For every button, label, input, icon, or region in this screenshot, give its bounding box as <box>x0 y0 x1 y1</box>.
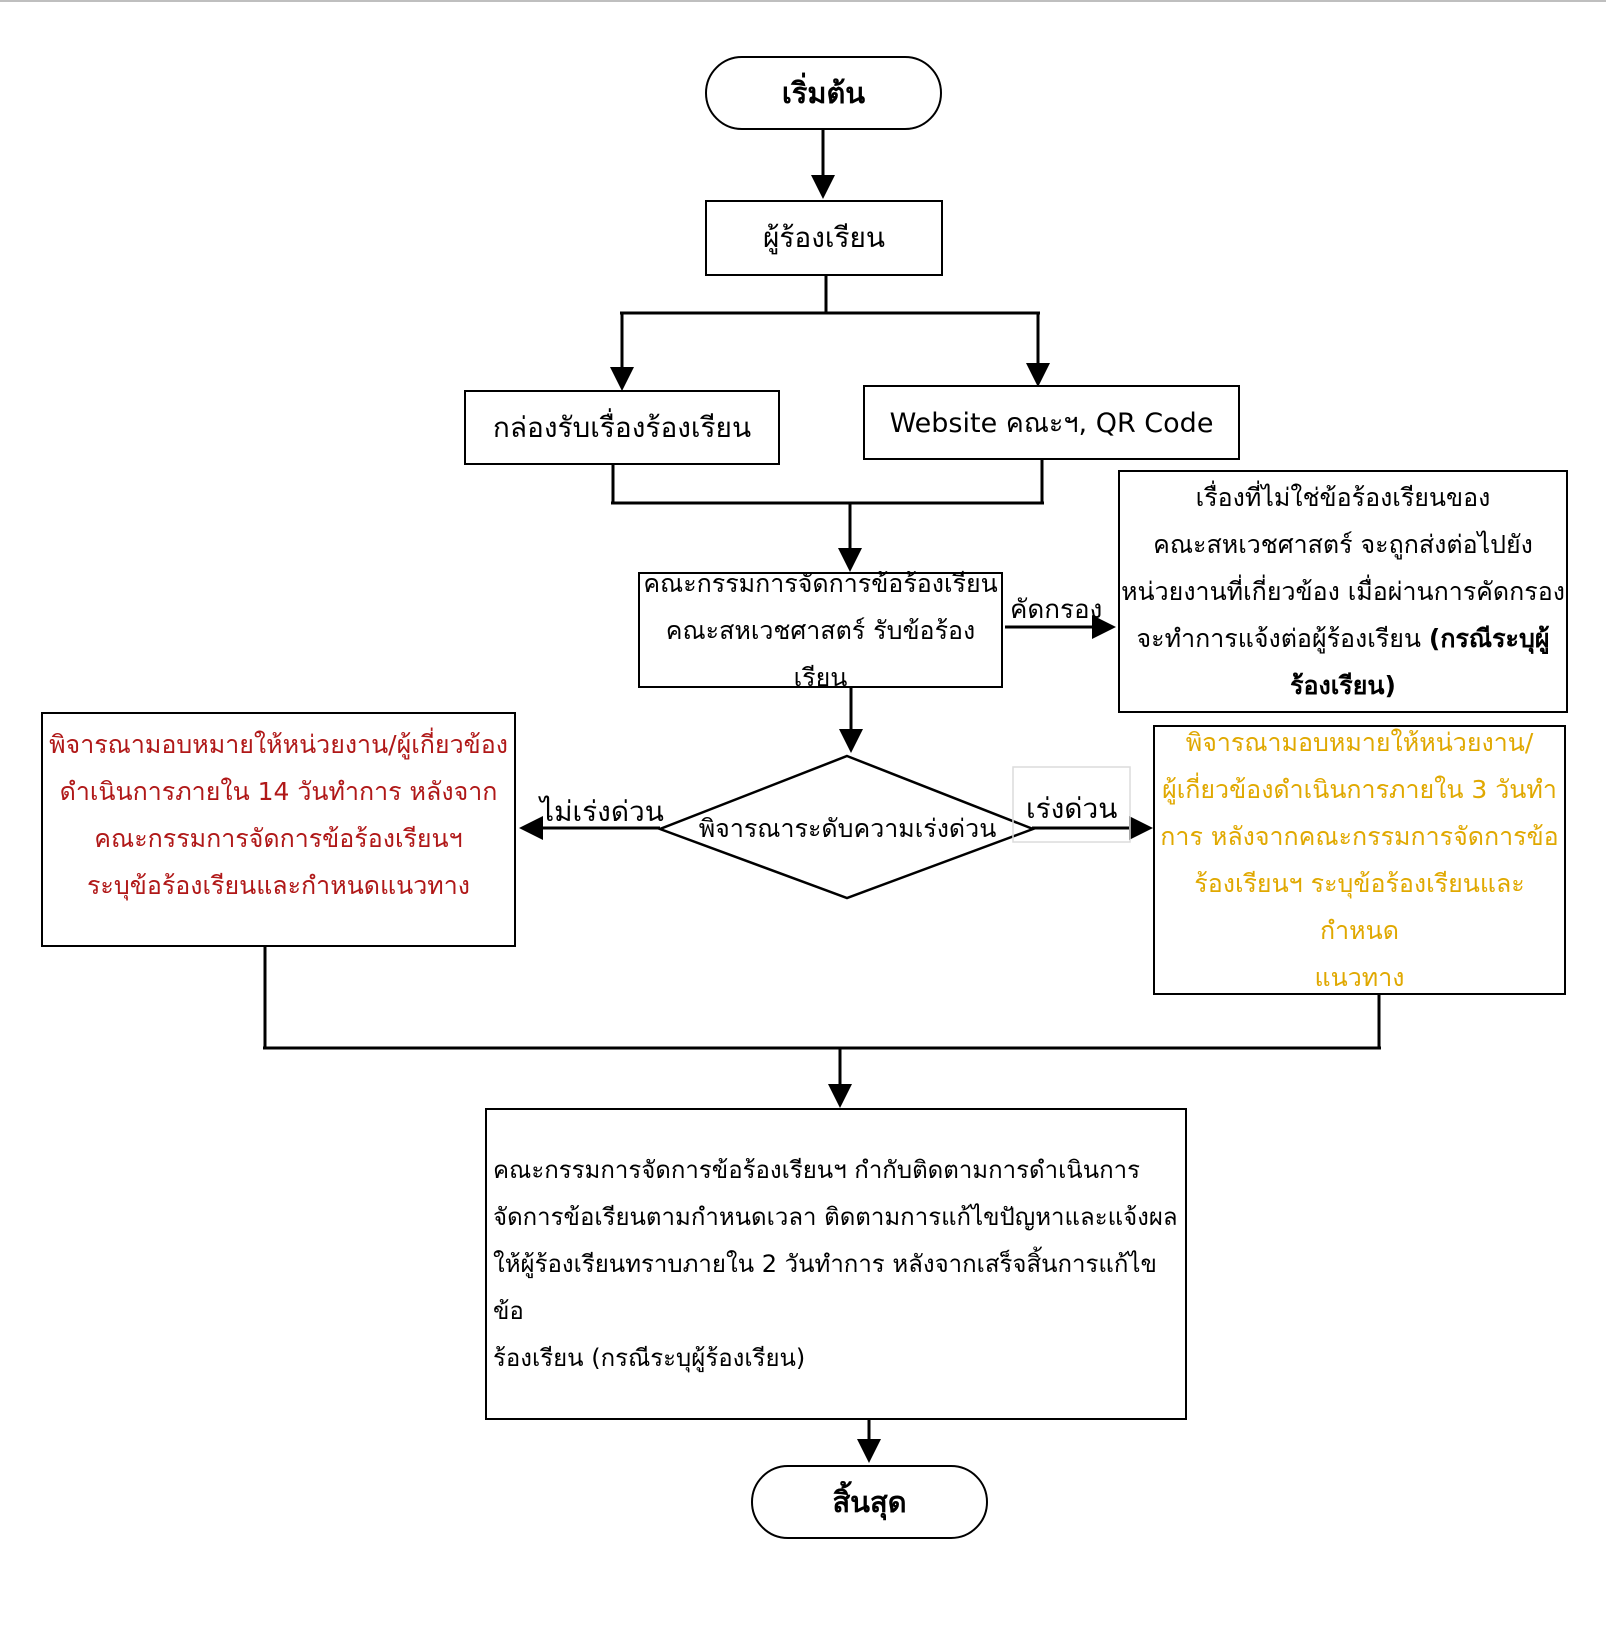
urgent-line-4: ร้องเรียนฯ ระบุข้อร้องเรียนและกำหนด <box>1194 869 1525 945</box>
not-related-line-1: เรื่องที่ไม่ใช่ข้อร้องเรียนของ <box>1195 483 1491 512</box>
website-qr-node: Website คณะฯ, QR Code <box>863 385 1240 460</box>
website-qr-label: Website คณะฯ, QR Code <box>889 408 1214 439</box>
not-related-line-2: คณะสหเวชศาสตร์ จะถูกส่งต่อไปยัง <box>1153 530 1533 559</box>
committee-receive-line-1: คณะกรรมการจัดการข้อร้องเรียน <box>643 568 998 598</box>
edge-label-urgent: เร่งด่วน <box>1026 792 1118 825</box>
urgent-label-frame <box>1012 766 1131 843</box>
edge-label-not-urgent: ไม่เร่งด่วน <box>540 795 664 828</box>
not-related-node: เรื่องที่ไม่ใช่ข้อร้องเรียนของ คณะสหเวชศ… <box>1118 470 1568 713</box>
complaint-box-label: กล่องรับเรื่องร้องเรียน <box>492 410 752 444</box>
complainant-label: ผู้ร้องเรียน <box>762 221 886 254</box>
start-terminator: เริ่มต้น <box>705 56 942 130</box>
edge-label-screen: คัดกรอง <box>1010 595 1103 625</box>
non-urgent-line-3: คณะกรรมการจัดการข้อร้องเรียนฯ <box>94 823 463 853</box>
urgent-line-3: การ หลังจากคณะกรรมการจัดการข้อ <box>1160 822 1559 851</box>
start-label: เริ่มต้น <box>781 76 866 110</box>
top-border-line <box>0 0 1606 2</box>
follow-up-line-4: ร้องเรียน (กรณีระบุผู้ร้องเรียน) <box>493 1343 806 1372</box>
urgent-line-1: พิจารณามอบหมายให้หน่วยงาน/ <box>1185 728 1534 757</box>
not-related-line-3: หน่วยงานที่เกี่ยวข้อง เมื่อผ่านการคัดกรอ… <box>1121 577 1565 606</box>
not-related-line-4: จะทำการแจ้งต่อผู้ร้องเรียน (กรณีระบุผู้ <box>1121 615 1565 662</box>
follow-up-node: คณะกรรมการจัดการข้อร้องเรียนฯ กำกับติดตา… <box>485 1108 1187 1420</box>
follow-up-line-3: ให้ผู้ร้องเรียนทราบภายใน 2 วันทำการ หลัง… <box>493 1249 1157 1325</box>
decision-diamond <box>656 754 1037 900</box>
urgent-line-5: แนวทาง <box>1314 963 1405 992</box>
complaint-box-node: กล่องรับเรื่องร้องเรียน <box>464 390 780 465</box>
not-related-line-5: ร้องเรียน) <box>1290 671 1396 700</box>
committee-receive-line-2: คณะสหเวชศาสตร์ รับข้อร้องเรียน <box>665 615 976 692</box>
urgent-action-node: พิจารณามอบหมายให้หน่วยงาน/ ผู้เกี่ยวข้อง… <box>1153 725 1566 995</box>
end-label: สิ้นสุด <box>832 1485 907 1519</box>
complainant-box: ผู้ร้องเรียน <box>705 200 943 276</box>
committee-receive-node: คณะกรรมการจัดการข้อร้องเรียน คณะสหเวชศาส… <box>638 569 1003 692</box>
non-urgent-line-2: ดำเนินการภายใน 14 วันทำการ หลังจาก <box>59 776 498 806</box>
decision-label-wrap: พิจารณาระดับความเร่งด่วน <box>690 806 1005 852</box>
follow-up-line-2: จัดการข้อเรียนตามกำหนดเวลา ติดตามการแก้ไ… <box>493 1202 1178 1231</box>
not-related-line-4-bold: (กรณีระบุผู้ <box>1428 624 1550 653</box>
decision-label: พิจารณาระดับความเร่งด่วน <box>698 814 997 843</box>
non-urgent-action-node: พิจารณามอบหมายให้หน่วยงาน/ผู้เกี่ยวข้อง … <box>41 712 516 947</box>
not-related-line-4-normal: จะทำการแจ้งต่อผู้ร้องเรียน <box>1136 624 1429 653</box>
urgent-line-2: ผู้เกี่ยวข้องดำเนินการภายใน 3 วันทำ <box>1162 775 1557 804</box>
non-urgent-line-1: พิจารณามอบหมายให้หน่วยงาน/ผู้เกี่ยวข้อง <box>49 729 508 759</box>
follow-up-line-1: คณะกรรมการจัดการข้อร้องเรียนฯ กำกับติดตา… <box>493 1155 1141 1184</box>
non-urgent-line-4: ระบุข้อร้องเรียนและกำหนดแนวทาง <box>87 870 470 900</box>
end-terminator: สิ้นสุด <box>751 1465 988 1539</box>
